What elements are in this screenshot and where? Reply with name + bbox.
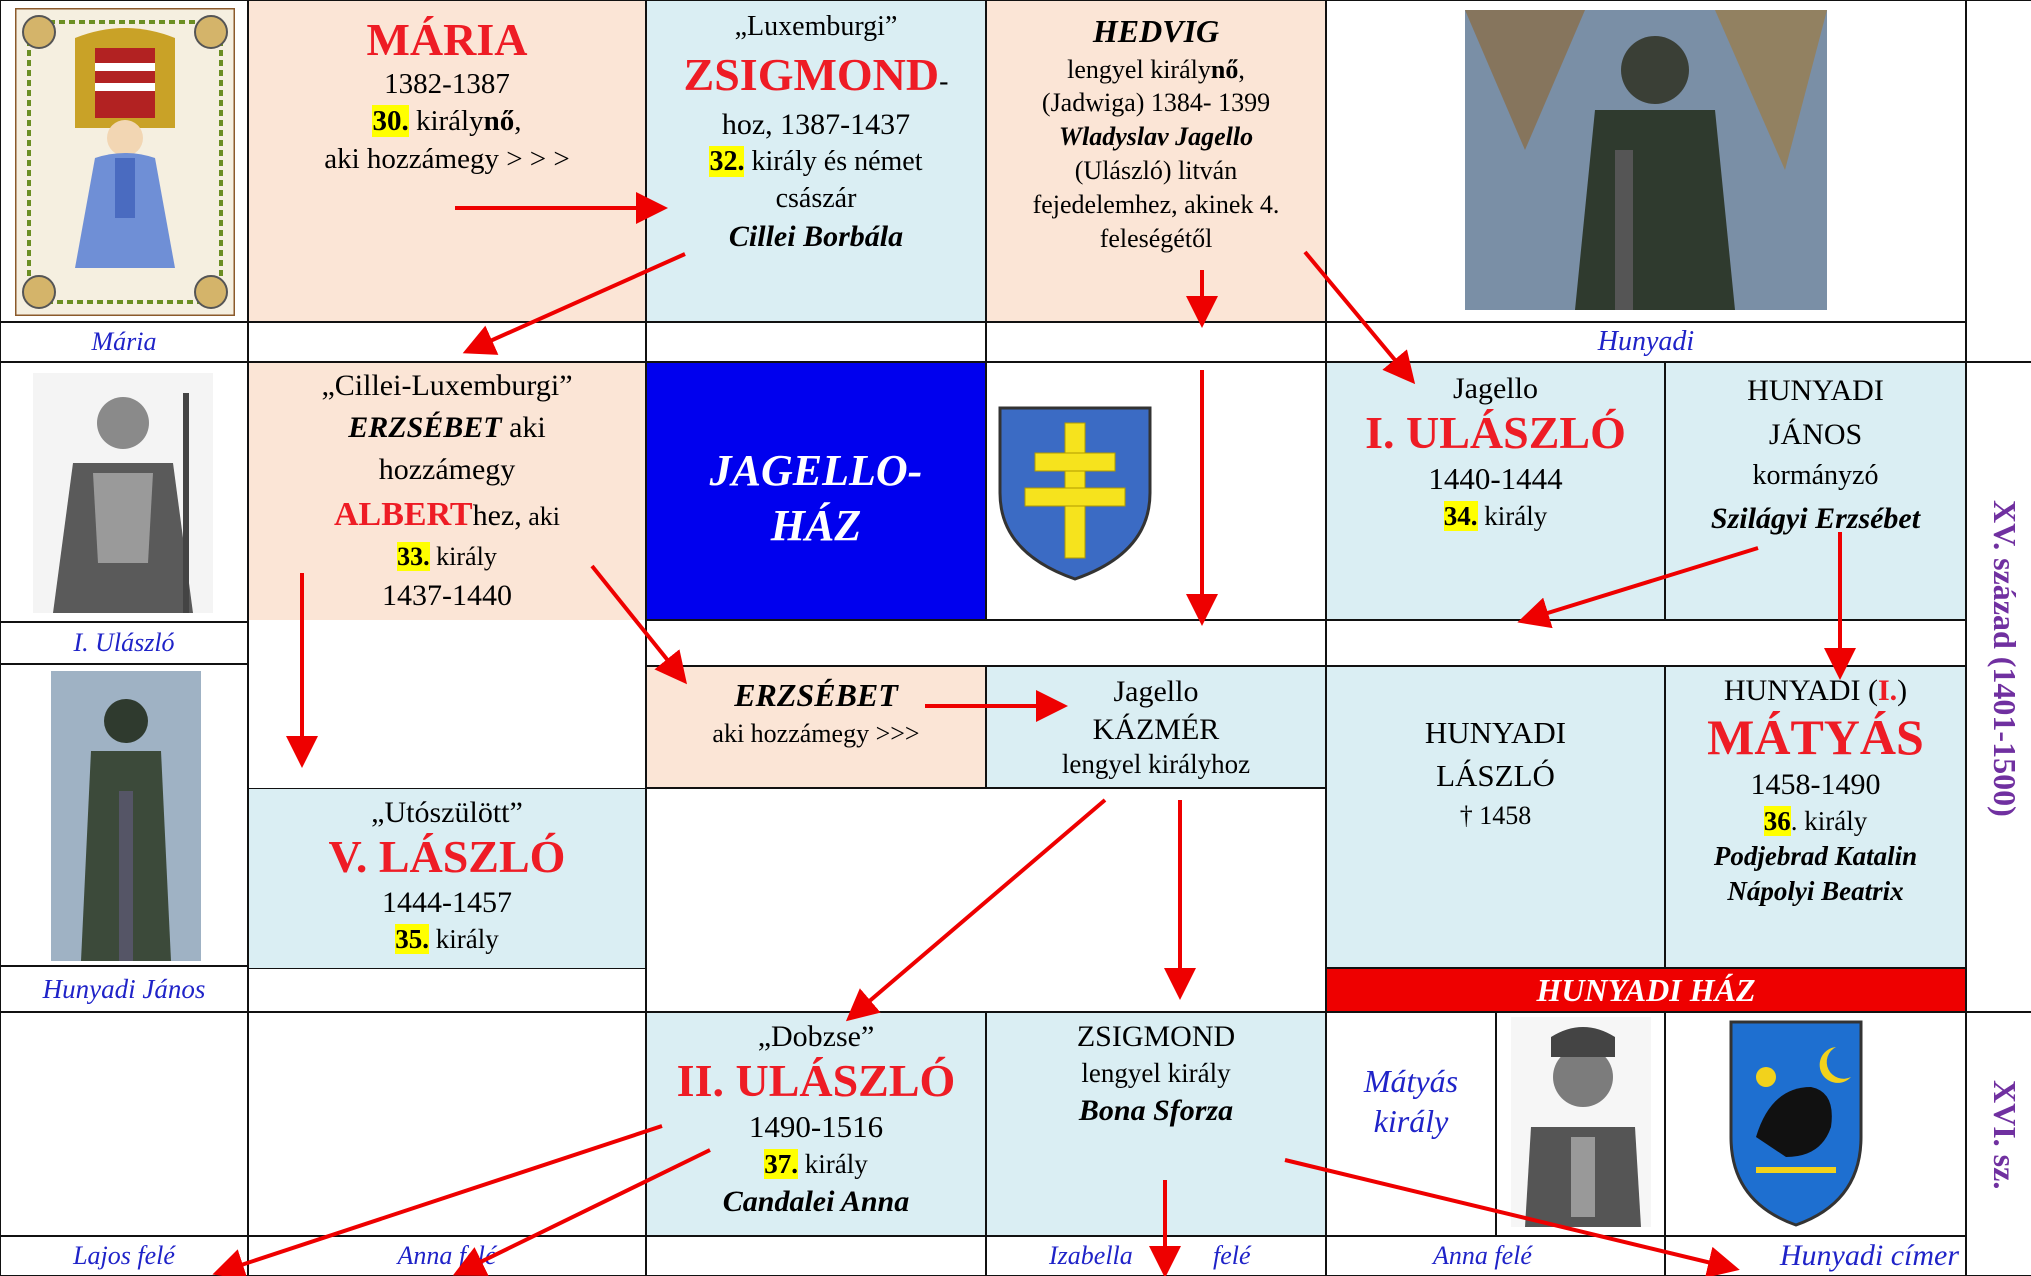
century-15-label: XV. század (1401-1500) [1987,500,2023,817]
izabella-caption: Izabella felé [986,1236,1326,1276]
anna-caption-2: Anna felé [1326,1236,1665,1276]
ulaszlo1-name: I. ULÁSZLÓ [1365,407,1626,458]
maria-years: 1382-1387 [384,67,510,100]
maria-name: MÁRIA [366,14,528,65]
matyas-name: MÁTYÁS [1707,709,1924,765]
zsigmond-cell: „Luxemburgi” ZSIGMOND- hoz, 1387-1437 32… [646,0,986,322]
ulaszlo-caption: I. Ulászló [0,622,248,664]
ulaszlo1-number: 34. [1443,500,1478,531]
maria-number: 30. [372,105,409,138]
century-16-label: XVI. sz. [1987,1080,2023,1190]
hunyadi-haz-bar: HUNYADI HÁZ [1326,968,1966,1012]
erzsebet-quote: „Cillei-Luxemburgi” [321,369,573,402]
erzsebet2-name: ERZSÉBET [734,677,898,713]
jagello-coat-of-arms-icon [998,406,1152,581]
hunyadi-statue-image [1465,10,1827,310]
cimer-caption: Hunyadi címer [1665,1236,1966,1276]
matyas-cell: HUNYADI (I.) MÁTYÁS 1458-1490 36. király… [1665,666,1966,968]
hedvig-cell: HEDVIG lengyel királynő, (Jadwiga) 1384-… [986,0,1326,322]
zsigmond2-cell: ZSIGMOND lengyel király Bona Sforza [986,1012,1326,1236]
ulaszlo2-name: II. ULÁSZLÓ [676,1055,956,1106]
maria-caption: Mária [0,322,248,362]
lajos-caption: Lajos felé [0,1236,248,1276]
zsigmond-name: ZSIGMOND [683,49,940,101]
laszlo5-number: 35. [395,923,429,954]
hunyadi-janos-statue-image [51,671,201,961]
zsigmond-number: 32. [709,146,745,178]
laszlo5-cell: „Utószülött” V. LÁSZLÓ 1444-1457 35. kir… [248,788,646,970]
right-edge-row1 [1966,0,2031,362]
albert-name: ALBERT [333,496,473,533]
hunyadi-janos-caption: Hunyadi János [0,966,248,1012]
hunyadi-coat-of-arms-icon [1729,1020,1863,1227]
hedvig-name: HEDVIG [1092,13,1220,49]
hunyadi-arms-cell [1665,1012,1966,1236]
matyas-number: 36 [1763,806,1791,836]
matyas-image-cell [1496,1012,1665,1236]
jagello-haz-cell: JAGELLO- HÁZ [646,362,986,620]
kazmer-cell: Jagello KÁZMÉR lengyel királyhoz [986,666,1326,788]
ulaszlo-image-cell [0,362,248,622]
hunyadi-caption: Hunyadi [1326,322,1966,362]
erzsebet-name: ERZSÉBET [348,411,502,444]
maria-image-cell [0,0,248,322]
albert-number: 33. [397,541,430,571]
hunyadi-janos-image-cell [0,664,248,966]
ulaszlo2-number: 37. [764,1148,798,1179]
maria-note: aki hozzámegy > > > [324,142,570,175]
zsigmond-years: hoz, 1387-1437 [721,108,911,142]
zsigmond-quote: „Luxemburgi” [734,11,898,42]
hunyadi-image-cell [1326,0,1966,322]
erzsebet-cell: „Cillei-Luxemburgi” ERZSÉBET aki hozzáme… [248,362,646,622]
hunyadi-janos-cell: HUNYADI JÁNOS kormányzó Szilágyi Erzsébe… [1665,362,1966,620]
jagello-arms-cell [986,362,1326,620]
ulaszlo2-cell: „Dobzse” II. ULÁSZLÓ 1490-1516 37. királ… [646,1012,986,1236]
anna-caption-1: Anna felé [248,1236,646,1276]
maria-cell: MÁRIA 1382-1387 30. királynő, aki hozzám… [248,0,646,322]
matyas-kiraly-cell: Mátyás király [1326,1012,1496,1236]
ulaszlo-portrait-image [33,373,213,613]
laszlo5-name: V. LÁSZLÓ [328,831,566,882]
zsigmond-spouse: Cillei Borbála [728,219,904,253]
hunyadi-laszlo-cell: HUNYADI LÁSZLÓ † 1458 [1326,666,1665,968]
matyas-portrait-image [1511,1017,1651,1227]
ulaszlo1-cell: Jagello I. ULÁSZLÓ 1440-1444 34. király [1326,362,1665,620]
erzsebet2-cell: ERZSÉBET aki hozzámegy >>> [646,666,986,788]
maria-portrait-image [15,8,235,316]
